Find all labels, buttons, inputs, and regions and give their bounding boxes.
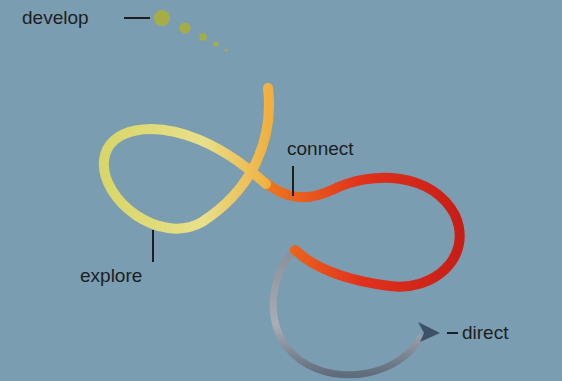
develop-dots [154,10,228,52]
stage-label: explore [80,265,142,288]
red-ribbon [262,178,460,287]
stage-label: connect [287,138,354,161]
stage-label: develop [22,7,89,30]
arrow-head [418,322,440,342]
leader-lines [124,18,458,333]
grey-ribbon [273,250,420,375]
yellow-ribbon [104,88,269,229]
stage-label: direct [462,322,508,345]
